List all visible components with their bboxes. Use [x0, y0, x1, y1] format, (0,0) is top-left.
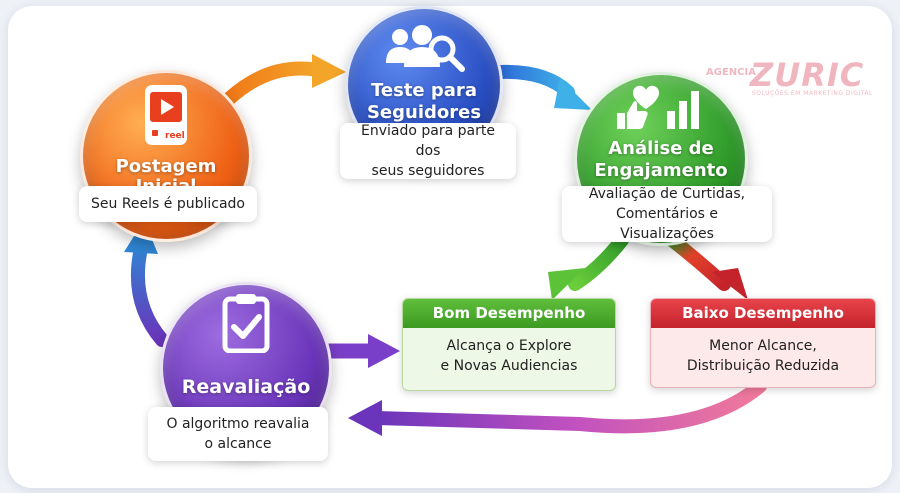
- arrow-test-to-analysis-head: [554, 78, 592, 110]
- caption-postagem-inicial-text: Seu Reels é publicado: [91, 195, 245, 212]
- like-heart-chart-icon: [617, 85, 699, 129]
- caption-reavaliacao: O algoritmo reavalia o alcance: [148, 407, 328, 461]
- caption-analise-engajamento-line-2: Comentários e Visualizações: [615, 205, 719, 243]
- clipboard-check-icon: [222, 294, 270, 353]
- caption-analise-engajamento-line-1: Avaliação de Curtidas,: [588, 185, 746, 202]
- node-reavaliacao-title: Reavaliação: [181, 376, 311, 398]
- result-bom-desempenho-body: Alcança o Explore e Novas Audiencias: [403, 328, 615, 377]
- caption-teste-seguidores-line-2: seus seguidores: [371, 163, 485, 180]
- arrow-test-to-analysis: [491, 64, 575, 99]
- result-baixo-desempenho-line-1: Menor Alcance,: [709, 338, 817, 354]
- arrow-post-to-test-head: [312, 54, 346, 88]
- watermark-tagline: SOLUÇÕES EM MARKETING DIGITAL: [752, 90, 873, 97]
- arrow-reeval-to-post: [130, 237, 169, 347]
- arrow-analysis-to-bad: [665, 233, 731, 291]
- caption-reavaliacao-line-1: O algoritmo reavalia: [166, 415, 310, 432]
- result-bom-desempenho-title: Bom Desempenho: [403, 299, 615, 328]
- watermark-brand: ZURIC: [750, 56, 865, 94]
- result-baixo-desempenho-title: Baixo Desempenho: [651, 299, 875, 328]
- arrow-post-to-test: [223, 61, 325, 105]
- arrow-analysis-to-good: [568, 233, 629, 291]
- watermark-prefix: AGENCIA: [706, 67, 756, 78]
- play-reel-icon: [145, 85, 187, 145]
- arrow-bad-to-reeval: [371, 379, 767, 434]
- arrow-analysis-to-bad-head: [712, 268, 748, 300]
- result-baixo-desempenho: Baixo Desempenho Menor Alcance, Distribu…: [650, 298, 876, 388]
- result-baixo-desempenho-body: Menor Alcance, Distribuição Reduzida: [651, 328, 875, 377]
- arrow-reeval-to-good-head: [368, 334, 400, 368]
- caption-postagem-inicial: Seu Reels é publicado: [79, 186, 257, 222]
- node-analise-engajamento-title-2: Engajamento: [594, 160, 728, 181]
- reel-icon-label: reel: [165, 131, 185, 141]
- result-bom-desempenho: Bom Desempenho Alcança o Explore e Novas…: [402, 298, 616, 391]
- caption-reavaliacao-line-2: o alcance: [204, 436, 272, 452]
- caption-teste-seguidores: Enviado para parte dos seus seguidores: [340, 123, 516, 179]
- caption-teste-seguidores-line-1: Enviado para parte dos: [361, 122, 495, 159]
- users-search-icon: [386, 25, 465, 72]
- caption-analise-engajamento: Avaliação de Curtidas, Comentários e Vis…: [562, 186, 772, 242]
- watermark-logo: AGENCIA ZURIC SOLUÇÕES EM MARKETING DIGI…: [700, 56, 875, 100]
- arrow-bad-to-reeval-head: [348, 400, 382, 436]
- node-analise-engajamento-title-1: Análise de: [608, 138, 714, 159]
- result-bom-desempenho-line-1: Alcança o Explore: [446, 338, 572, 354]
- result-bom-desempenho-line-2: e Novas Audiencias: [440, 358, 578, 375]
- node-teste-seguidores-title-1: Teste para: [371, 80, 477, 101]
- node-teste-seguidores-title-2: Seguidores: [366, 102, 482, 123]
- arrow-analysis-to-good-head: [548, 268, 585, 300]
- result-baixo-desempenho-line-2: Distribuição Reduzida: [686, 358, 840, 375]
